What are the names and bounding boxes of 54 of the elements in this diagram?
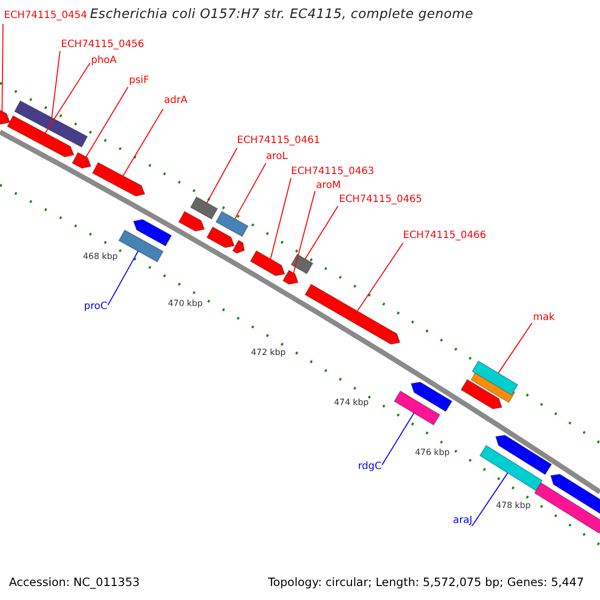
- gene-block: [290, 254, 314, 274]
- gene-label: phoA: [91, 55, 117, 66]
- gene-block: [282, 270, 299, 285]
- gene-label: proC: [84, 301, 108, 312]
- gene-block: [6, 115, 74, 158]
- gene-label: aroL: [266, 151, 288, 162]
- gene-block: [92, 162, 146, 197]
- gene-label: mak: [533, 312, 555, 323]
- gene-block: [215, 210, 249, 238]
- leader-line: [206, 148, 238, 204]
- scale-label: 470 kbp: [168, 300, 203, 310]
- gene-label: ECH74115_0466: [403, 230, 486, 241]
- leader-line: [108, 250, 139, 306]
- leader-line: [44, 62, 90, 134]
- gene-label: ECH74115_0463: [291, 166, 374, 177]
- genome-summary-text: Topology: circular; Length: 5,572,075 bp; Genes: 5,447: [268, 576, 584, 589]
- gene-label: aroM: [316, 180, 341, 191]
- scale-label: 468 kbp: [83, 253, 118, 262]
- gene-block: [72, 152, 92, 169]
- gene-label: rdgC: [358, 461, 382, 472]
- leader-line: [2, 24, 4, 112]
- leader-line: [356, 242, 404, 312]
- gene-block: [0, 108, 11, 125]
- gene-label: ECH74115_0454: [4, 10, 88, 21]
- gene-block: [304, 284, 401, 345]
- scale-label: 474 kbp: [334, 399, 369, 408]
- gene-block: [14, 100, 88, 148]
- gene-label: ECH74115_0465: [339, 194, 422, 205]
- leader-line: [51, 50, 60, 118]
- gene-block: [250, 250, 286, 276]
- gene-block: [394, 390, 440, 426]
- leader-line: [382, 412, 415, 466]
- gene-block: [118, 229, 164, 263]
- scale-label: 478 kbp: [496, 502, 531, 512]
- gene-block: [479, 444, 543, 492]
- leader-line: [498, 322, 532, 374]
- gene-block: [472, 360, 518, 396]
- scale-label: 472 kbp: [251, 349, 286, 358]
- scale-label: 476 kbp: [415, 449, 450, 458]
- gene-label: araJ: [453, 515, 472, 526]
- accession-text: Accession: NC_011353: [9, 576, 140, 589]
- leader-line: [270, 178, 292, 260]
- map-title: Escherichia coli O157:H7 str. EC4115, complete genome: [90, 8, 474, 22]
- leader-line: [304, 206, 338, 260]
- leader-line: [234, 162, 266, 220]
- gene-label: ECH74115_0461: [237, 135, 320, 146]
- gene-label: adrA: [164, 95, 188, 106]
- leader-line: [85, 86, 128, 158]
- leader-line: [122, 108, 164, 176]
- leader-line: [472, 472, 508, 526]
- leader-line: [293, 190, 316, 274]
- gene-label: psiF: [129, 75, 150, 86]
- gene-label: ECH74115_0456: [61, 39, 144, 50]
- gene-block: [190, 196, 218, 220]
